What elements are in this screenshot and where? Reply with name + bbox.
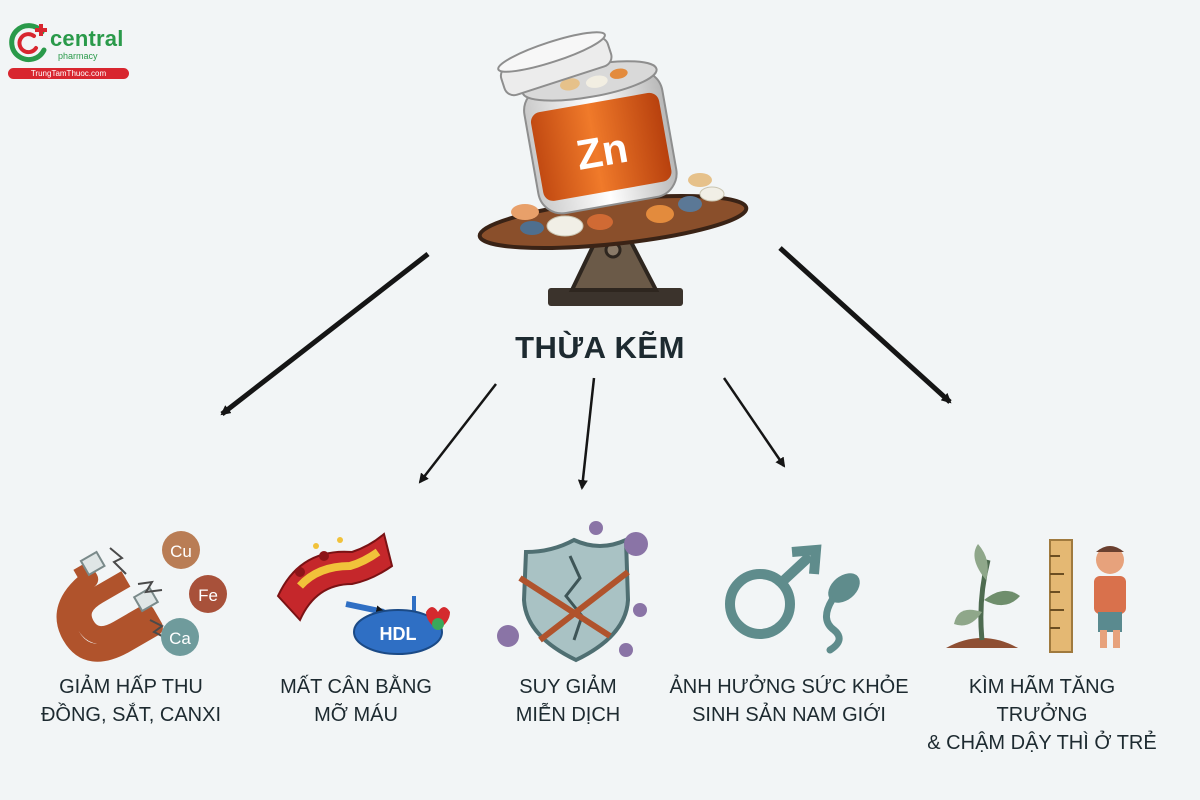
effect-label-line: ĐỒNG, SẮT, CANXI: [40, 704, 222, 726]
blood-vessel-icon: HDL: [276, 532, 450, 655]
effect-label-absorption: GIẢM HẤP THU ĐỒNG, SẮT, CANXI: [11, 673, 251, 729]
effect-label-line: MẤT CÂN BẰNG: [280, 676, 432, 698]
logo-brand: central: [50, 26, 124, 51]
effect-label-line: MIỄN DỊCH: [515, 704, 621, 726]
effect-label-line: & CHẬM DẬY THÌ Ở TRẺ: [927, 732, 1157, 754]
mineral-cu: Cu: [170, 542, 192, 561]
arrow-to-lipids: [418, 383, 497, 484]
jar-lid-icon: [497, 31, 613, 97]
effect-label-line: MỠ MÁU: [314, 704, 398, 726]
arrow-to-absorption: [220, 252, 430, 416]
effect-label-line: KÌM HÃM TĂNG TRƯỞNG: [968, 676, 1116, 726]
male-symbol-sperm-icon: [725, 544, 860, 654]
jar-label: Zn: [573, 124, 632, 179]
logo-site: TrungTamThuoc.com: [8, 68, 129, 79]
arrow-to-fertility: [722, 377, 786, 468]
mineral-ca: Ca: [169, 629, 191, 648]
arrow-to-immunity: [577, 377, 596, 490]
center-title: THỪA KẼM: [515, 330, 685, 365]
effect-label-line: ẢNH HƯỞNG SỨC KHỎE: [669, 676, 909, 698]
central-pharmacy-logo[interactable]: central pharmacy TrungTamThuoc.com: [6, 20, 136, 82]
effect-label-line: GIẢM HẤP THU: [59, 676, 203, 698]
effect-label-growth: KÌM HÃM TĂNG TRƯỞNG & CHẬM DẬY THÌ Ở TRẺ: [922, 673, 1162, 757]
cracked-shield-icon: [497, 521, 648, 663]
effect-label-line: SUY GIẢM: [519, 676, 617, 698]
effect-label-line: SINH SẢN NAM GIỚI: [692, 704, 886, 726]
effect-label-lipids: MẤT CÂN BẰNG MỠ MÁU: [236, 673, 476, 729]
mineral-fe: Fe: [198, 586, 218, 605]
effect-label-fertility: ẢNH HƯỞNG SỨC KHỎE SINH SẢN NAM GIỚI: [669, 673, 909, 729]
arrow-to-growth: [778, 246, 952, 404]
logo-mark-icon: [9, 23, 47, 63]
child-height-icon: [946, 539, 1126, 653]
logo-sub: pharmacy: [58, 51, 98, 61]
effect-label-immunity: SUY GIẢM MIỄN DỊCH: [448, 673, 688, 729]
zinc-jar-icon: Zn: [521, 60, 678, 215]
seesaw-scale-icon: [477, 173, 749, 306]
hdl-badge: HDL: [380, 624, 417, 644]
magnet-icon: Cu Fe Ca: [56, 531, 227, 662]
